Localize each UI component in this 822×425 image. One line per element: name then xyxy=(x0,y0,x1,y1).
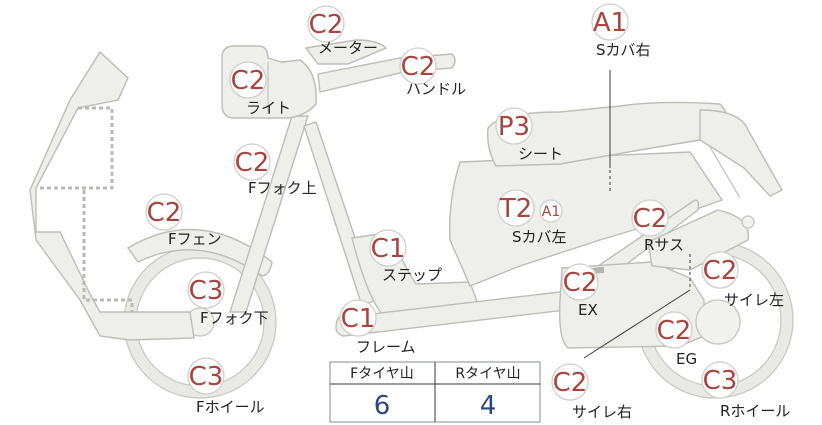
label-front-fork-upper: Fフォク上 xyxy=(248,179,317,197)
grade-muffler-right: C2 xyxy=(553,368,588,398)
part-marker-seat: P3 シート xyxy=(495,107,563,163)
label-light: ライト xyxy=(246,99,291,117)
grade-muffler-left: C2 xyxy=(703,256,738,286)
rear-cowl xyxy=(699,109,783,197)
part-marker-front-fender: C2 Fフェン xyxy=(145,193,222,248)
part-marker-rear-wheel: C3 Rホイール xyxy=(701,361,790,420)
tire-tread-table: Fタイヤ山 Rタイヤ山 6 4 xyxy=(329,361,541,423)
grade-front-fork-upper: C2 xyxy=(235,148,270,178)
grade-front-wheel: C3 xyxy=(189,362,224,392)
grade-rear-suspension: C2 xyxy=(633,204,668,234)
label-rear-suspension: Rサス xyxy=(644,236,684,254)
part-marker-rear-suspension: C2 Rサス xyxy=(631,199,684,254)
grade-side-cover-left: T2 xyxy=(499,194,532,224)
grade-engine: C2 xyxy=(657,316,692,346)
label-seat: シート xyxy=(518,145,563,163)
grade-side-cover-left-sub: A1 xyxy=(542,204,560,220)
front-fender-shape xyxy=(126,228,273,277)
grade-front-fender: C2 xyxy=(147,198,182,228)
part-marker-handle: C2 ハンドル xyxy=(399,47,466,98)
motorcycle-body xyxy=(29,39,794,399)
part-marker-frame: C1 フレーム xyxy=(339,299,416,356)
grade-meter: C2 xyxy=(309,10,344,40)
part-marker-muffler-left: C2 サイレ左 xyxy=(701,251,784,309)
grade-frame: C1 xyxy=(341,304,376,334)
leg-shield xyxy=(29,50,195,341)
label-frame: フレーム xyxy=(356,338,416,356)
seat-shape xyxy=(486,101,731,167)
part-marker-step: C1 ステップ xyxy=(369,229,442,284)
part-marker-front-fork-upper: C2 Fフォク上 xyxy=(233,143,317,197)
label-rear-wheel: Rホイール xyxy=(720,402,790,420)
part-marker-engine: C2 EG xyxy=(655,311,697,368)
label-handle: ハンドル xyxy=(406,80,466,98)
part-marker-front-wheel: C3 Fホイール xyxy=(187,357,265,416)
meter-shape xyxy=(304,39,388,65)
grade-side-cover-right: A1 xyxy=(593,8,627,38)
grade-step: C1 xyxy=(371,234,406,264)
label-side-cover-right: Sカバ右 xyxy=(596,41,651,59)
label-front-fork-lower: Fフォク下 xyxy=(200,309,269,327)
table-value-front-tread: 6 xyxy=(374,391,391,421)
label-exhaust: EX xyxy=(578,301,598,319)
part-marker-front-fork-lower: C3 Fフォク下 xyxy=(187,271,269,327)
grade-seat: P3 xyxy=(498,112,530,142)
part-marker-meter: C2 メーター xyxy=(307,5,378,57)
part-marker-exhaust: C2 EX xyxy=(561,263,599,319)
part-marker-light: C2 ライト xyxy=(229,61,291,117)
grade-handle: C2 xyxy=(401,52,436,82)
part-marker-side-cover-left: T2 A1 Sカバ左 xyxy=(497,189,567,246)
label-front-fender: Fフェン xyxy=(168,230,222,248)
table-header-rear-tread: Rタイヤ山 xyxy=(455,366,520,382)
label-step: ステップ xyxy=(382,266,442,284)
part-marker-side-cover-right: A1 Sカバ右 xyxy=(591,3,651,59)
label-engine: EG xyxy=(676,350,697,368)
grade-front-fork-lower: C3 xyxy=(189,276,224,306)
front-fork xyxy=(229,115,309,313)
grade-rear-wheel: C3 xyxy=(703,366,738,396)
part-marker-muffler-right: C2 サイレ右 xyxy=(551,363,632,421)
grade-light: C2 xyxy=(231,66,266,96)
label-meter: メーター xyxy=(318,39,378,57)
table-value-rear-tread: 4 xyxy=(480,391,497,421)
label-front-wheel: Fホイール xyxy=(196,398,265,416)
label-side-cover-left: Sカバ左 xyxy=(512,228,567,246)
label-muffler-right: サイレ右 xyxy=(572,403,632,421)
label-muffler-left: サイレ左 xyxy=(724,291,784,309)
grade-exhaust: C2 xyxy=(563,268,598,298)
table-header-front-tread: Fタイヤ山 xyxy=(350,366,414,382)
